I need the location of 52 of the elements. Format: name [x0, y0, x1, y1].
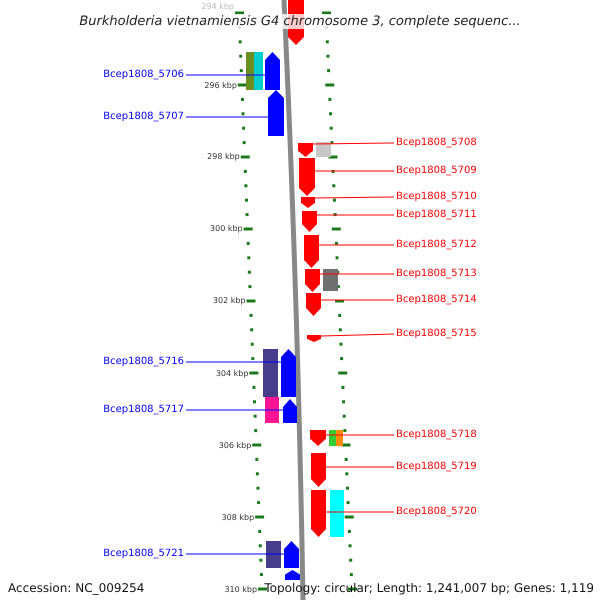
- gene-label: Bcep1808_5717: [103, 404, 184, 415]
- gene-block: [311, 490, 326, 537]
- gene-block: [281, 349, 296, 397]
- gene-label: Bcep1808_5708: [396, 137, 477, 148]
- scale-label: 300 kbp: [210, 223, 243, 234]
- gene-block: [265, 52, 280, 90]
- scale-label: 306 kbp: [218, 440, 252, 451]
- leader-line: [316, 214, 394, 216]
- gene-label: Bcep1808_5706: [103, 69, 184, 80]
- scale-label: 298 kbp: [207, 151, 240, 162]
- leader-line: [312, 142, 394, 144]
- gene-label: Bcep1808_5710: [396, 191, 477, 202]
- gene-label: Bcep1808_5720: [396, 506, 477, 517]
- gene-block: [304, 235, 319, 268]
- gene-label: Bcep1808_5719: [396, 461, 477, 472]
- scale-label: 308 kbp: [222, 512, 254, 523]
- gene-block: [307, 335, 321, 342]
- leader-line: [186, 74, 266, 76]
- leader-line: [314, 170, 394, 172]
- gene-block: [310, 430, 326, 446]
- gene-label: Bcep1808_5712: [396, 239, 477, 250]
- gene-label: Bcep1808_5718: [396, 429, 477, 440]
- gene-label: Bcep1808_5707: [103, 111, 184, 122]
- gene-label: Bcep1808_5716: [103, 356, 184, 367]
- gene-label: Bcep1808_5721: [103, 548, 184, 559]
- gene-block: [305, 269, 320, 292]
- leader-line: [326, 434, 394, 436]
- gene-label: Bcep1808_5711: [396, 209, 477, 220]
- gene-block: [284, 541, 299, 568]
- scale-label: 302 kbp: [212, 295, 246, 306]
- leader-line: [314, 196, 394, 198]
- accession-info: Accession: NC_009254: [8, 581, 144, 596]
- leader-line: [186, 116, 268, 118]
- gene-block: [268, 90, 284, 136]
- leader-line: [318, 244, 394, 246]
- scale-label: 310 kbp: [224, 584, 258, 595]
- gene-label: Bcep1808_5714: [396, 294, 477, 305]
- leader-line: [320, 334, 394, 336]
- scale-label: 296 kbp: [204, 80, 237, 91]
- map-title: Burkholderia vietnamiensis G4 chromosome 3, complete sequenc...: [79, 14, 521, 29]
- scale-label: 294 kbp: [201, 1, 234, 12]
- gene-block: [306, 293, 321, 316]
- gene-block: [285, 570, 300, 580]
- gene-block: [311, 453, 326, 487]
- gene-label: Bcep1808_5715: [396, 328, 477, 339]
- leader-line: [326, 466, 394, 468]
- scale-label: 304 kbp: [216, 368, 248, 379]
- gene-block: [302, 211, 317, 232]
- gene-label: Bcep1808_5713: [396, 268, 477, 279]
- gene-label: Bcep1808_5709: [396, 165, 477, 176]
- gene-block: [283, 399, 297, 423]
- sequence-info: Topology: circular; Length: 1,241,007 bp; Genes: 1,119: [264, 581, 594, 596]
